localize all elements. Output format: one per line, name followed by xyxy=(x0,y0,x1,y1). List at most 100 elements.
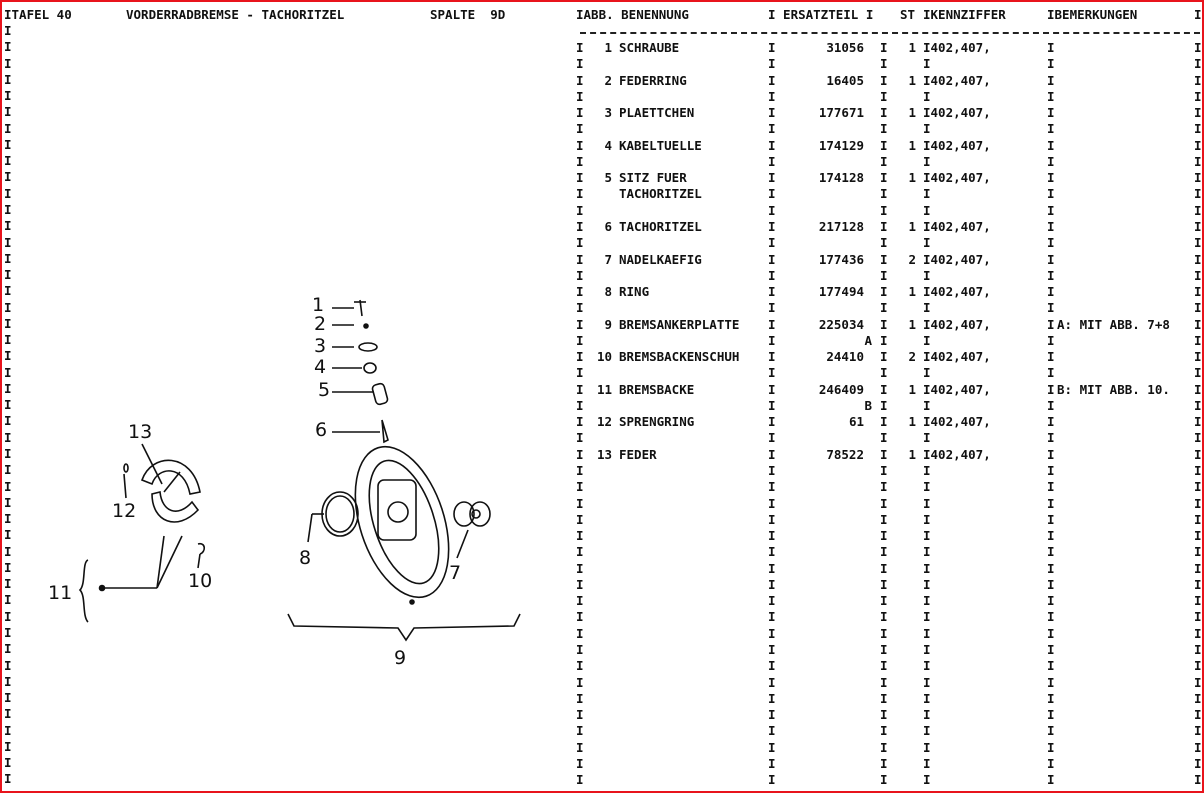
column-rule: I xyxy=(768,365,776,381)
column-rule: I xyxy=(1047,625,1055,641)
margin-rule: I xyxy=(4,283,12,299)
margin-rule: I xyxy=(4,543,12,559)
column-rule: I xyxy=(768,772,776,788)
margin-rule: I xyxy=(4,104,12,120)
column-rule: I xyxy=(1194,218,1202,234)
column-rule: I xyxy=(1194,446,1202,462)
column-rule: I xyxy=(923,463,931,479)
item-quantity: 1 xyxy=(908,381,916,397)
column-rule: I xyxy=(1047,430,1055,446)
column-rule: I xyxy=(576,267,584,283)
column-rule: I xyxy=(1047,170,1055,186)
item-abb-number: 6 xyxy=(604,218,612,234)
column-rule: I xyxy=(1047,300,1055,316)
column-rule: I xyxy=(768,463,776,479)
item-quantity: 2 xyxy=(908,349,916,365)
column-rule: I xyxy=(880,755,888,771)
margin-rule: I xyxy=(4,511,12,527)
column-rule: I xyxy=(1194,430,1202,446)
column-rule: I xyxy=(768,430,776,446)
callout-10: 10 xyxy=(188,570,213,592)
column-rule: I xyxy=(1047,511,1055,527)
column-rule: I xyxy=(768,707,776,723)
column-rule: I xyxy=(880,463,888,479)
column-rule: I xyxy=(1194,495,1202,511)
column-rule: I xyxy=(1047,251,1055,267)
column-rule: I xyxy=(1047,479,1055,495)
margin-rule: I xyxy=(4,755,12,771)
column-rule: I xyxy=(1194,72,1202,88)
item-abb-number: 10 xyxy=(596,349,612,365)
column-rule: I xyxy=(1047,641,1055,657)
callout-4: 4 xyxy=(314,356,327,378)
column-rule: I xyxy=(880,153,888,169)
item-name: RING xyxy=(619,284,650,300)
column-rule: I xyxy=(880,218,888,234)
column-rule: I xyxy=(923,300,931,316)
callout-11: 11 xyxy=(48,582,73,604)
column-rule: I xyxy=(576,202,584,218)
item-part-number: 217128 xyxy=(818,218,864,234)
column-rule: I xyxy=(1194,56,1202,72)
column-rule: I xyxy=(880,235,888,251)
column-rule: I xyxy=(923,674,931,690)
column-rule: I xyxy=(1194,137,1202,153)
margin-rule: I xyxy=(4,185,12,201)
item-part-number: 177671 xyxy=(818,105,864,121)
column-rule: I xyxy=(923,625,931,641)
item-name: BREMSBACKENSCHUH xyxy=(619,349,740,365)
callout-1: 1 xyxy=(312,294,325,316)
column-rule: I xyxy=(576,609,584,625)
item-name: SPRENGRING xyxy=(619,414,695,430)
column-rule: I xyxy=(768,641,776,657)
item-kennziffer: I402,407, xyxy=(923,414,991,430)
column-rule: I xyxy=(1047,674,1055,690)
callout-13: 13 xyxy=(128,421,153,443)
margin-rule: I xyxy=(4,39,12,55)
column-rule: I xyxy=(576,528,584,544)
column-rule: I xyxy=(1047,495,1055,511)
column-rule: I xyxy=(1194,349,1202,365)
callout-5: 5 xyxy=(318,379,331,401)
column-rule: I xyxy=(923,267,931,283)
column-rule: I xyxy=(1047,121,1055,137)
item-part-number: 174129 xyxy=(818,137,864,153)
callout-9: 9 xyxy=(394,647,407,669)
column-rule: I xyxy=(1047,40,1055,55)
column-rule: I xyxy=(576,690,584,706)
column-rule: I xyxy=(880,365,888,381)
item-part-number: 24410 xyxy=(826,349,864,365)
column-rule: I xyxy=(880,723,888,739)
column-rule: I xyxy=(576,365,584,381)
item-abb-number: 9 xyxy=(604,316,612,332)
margin-rule: I xyxy=(4,299,12,315)
margin-rule: I xyxy=(4,364,12,380)
column-rule: I xyxy=(1047,690,1055,706)
callout-6: 6 xyxy=(315,419,328,441)
column-rule: I xyxy=(1194,723,1202,739)
column-rule: I xyxy=(768,625,776,641)
column-rule: I xyxy=(880,88,888,104)
column-rule: I xyxy=(576,56,584,72)
column-rule: I xyxy=(768,267,776,283)
column-rule: I xyxy=(576,723,584,739)
column-reference: SPALTE 9D xyxy=(430,7,506,22)
item-kennziffer: I402,407, xyxy=(923,170,991,186)
column-rule: I xyxy=(1194,414,1202,430)
column-rule: I xyxy=(768,332,776,348)
column-rule: I xyxy=(768,560,776,576)
callout-8: 8 xyxy=(299,547,312,569)
item-kennziffer: I402,407, xyxy=(923,316,991,332)
column-rule: I xyxy=(576,72,584,88)
column-rule: I xyxy=(1047,186,1055,202)
column-rule: I xyxy=(880,381,888,397)
column-rule: I xyxy=(768,446,776,462)
column-rule: I xyxy=(1194,674,1202,690)
column-rule: I xyxy=(768,576,776,592)
column-rule: I xyxy=(1194,707,1202,723)
column-rule: I xyxy=(576,593,584,609)
column-rule: I xyxy=(880,528,888,544)
column-rule: I xyxy=(576,186,584,202)
column-rule: I xyxy=(1194,463,1202,479)
page-title: VORDERRADBREMSE - TACHORITZEL xyxy=(126,7,345,22)
